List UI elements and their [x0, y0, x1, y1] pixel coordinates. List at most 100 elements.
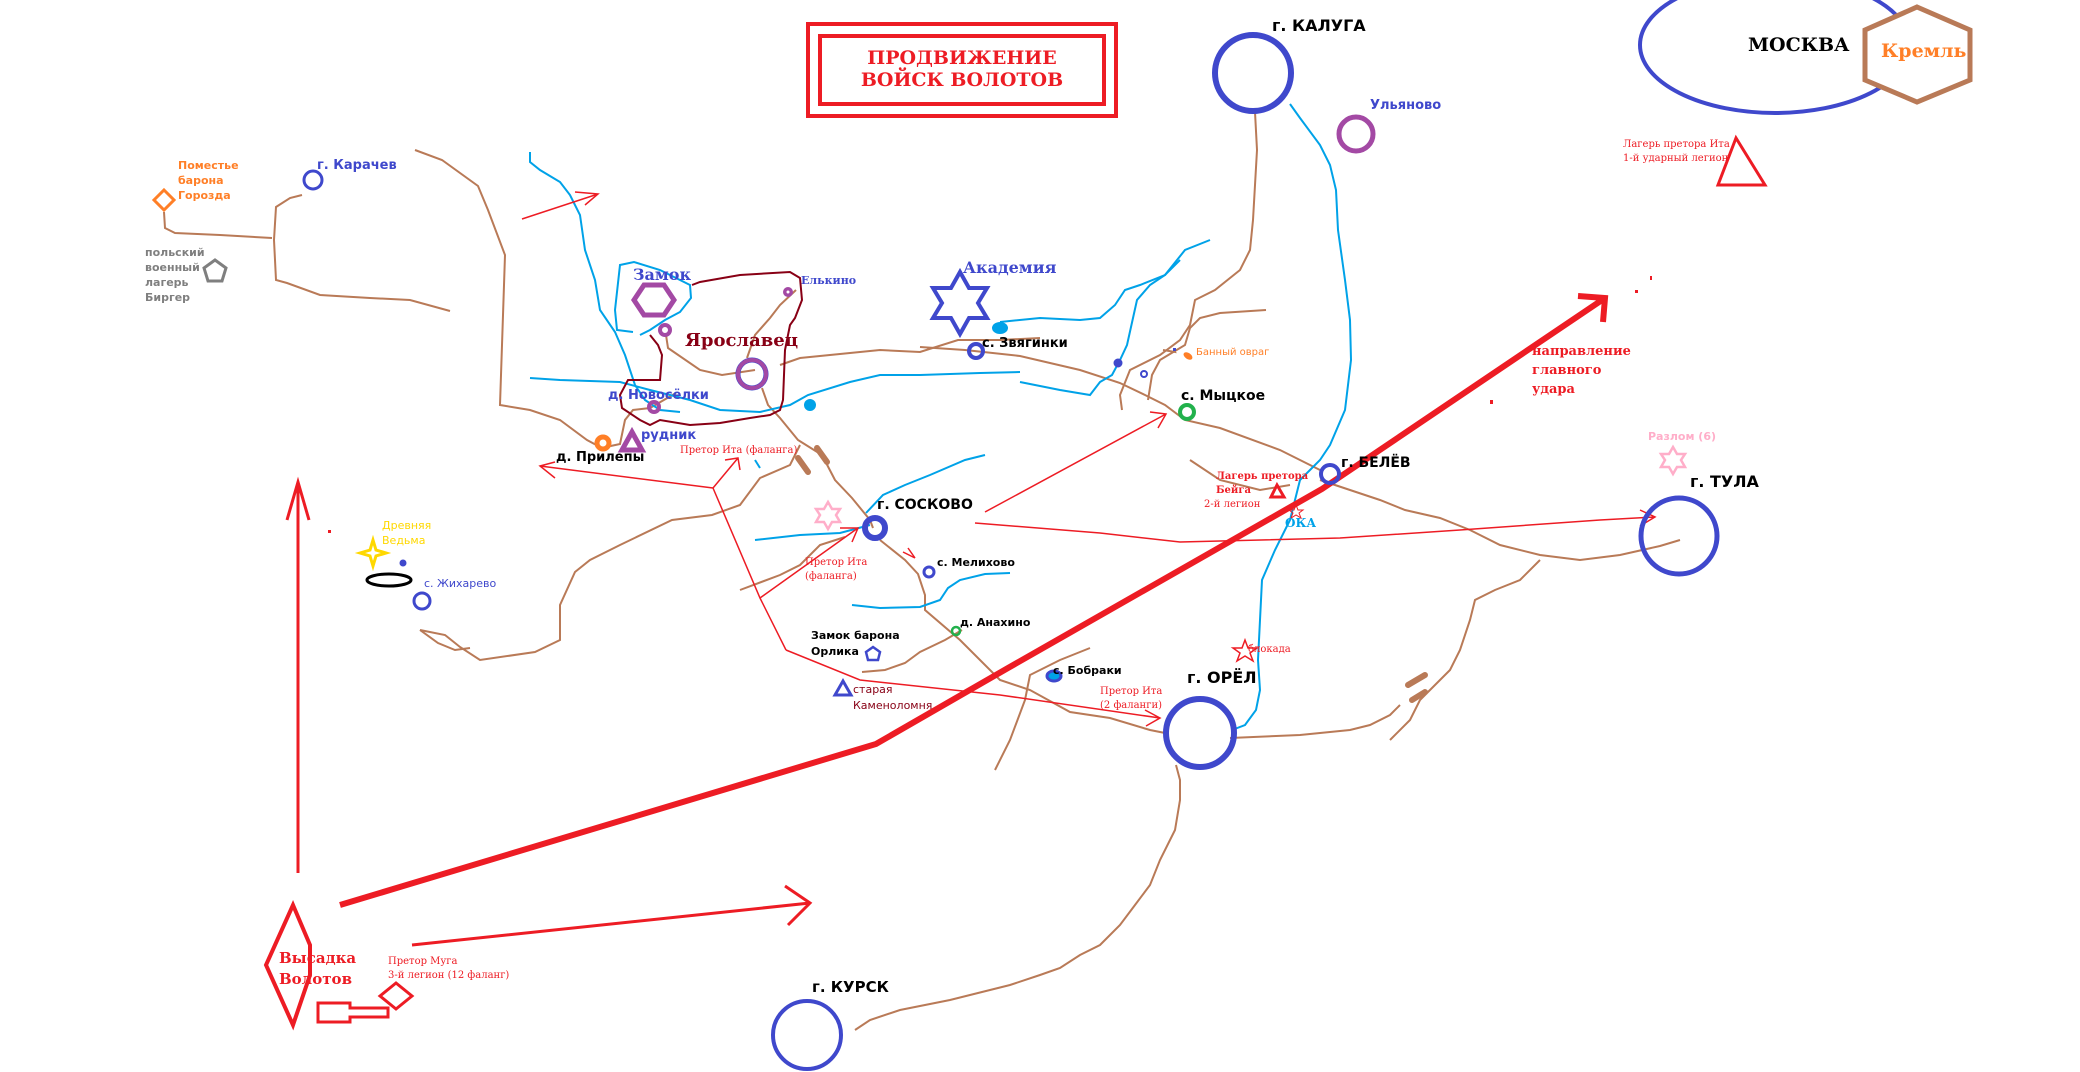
label-orel: г. ОРЁЛ [1187, 668, 1257, 687]
river-academy-south [1019, 259, 1181, 397]
academy-star[interactable] [929, 267, 991, 339]
label-bath-ravine: Банный овраг [1196, 347, 1270, 358]
belev-circle[interactable] [1319, 463, 1341, 485]
label-kremlin: Кремль [1881, 40, 1967, 62]
road-yaroslavets-main [779, 337, 1041, 366]
label-main-strike: направление главного удара [1532, 344, 1631, 397]
anakhino-circle[interactable] [950, 625, 962, 637]
road-karachev-prilepy [414, 149, 601, 448]
label-beig-legion: 2-й легион [1204, 499, 1261, 510]
polish-camp-pentagon[interactable] [202, 258, 228, 283]
beig-camp-triangle[interactable] [1268, 481, 1287, 499]
prilepy-marker[interactable] [594, 434, 612, 452]
muga-diamond[interactable] [377, 981, 415, 1011]
label-ita-camp: Лагерь претора Ита 1-й ударный легион [1623, 139, 1730, 164]
red-speck [1650, 276, 1652, 280]
red-speck [1490, 400, 1493, 404]
orlik-castle-pentagon[interactable] [864, 645, 882, 662]
rivers [529, 103, 1353, 731]
road-elkino [746, 289, 797, 359]
kremlin-hexagon[interactable] [1862, 4, 1973, 105]
label-academy: Академия [963, 258, 1057, 277]
soskovo-pink-star [813, 499, 843, 532]
label-tula: г. ТУЛА [1690, 472, 1759, 491]
label-zhikharevo: с. Жихарево [424, 577, 497, 590]
label-elkino: Елькино [801, 274, 857, 287]
castle-hexagon[interactable] [630, 282, 678, 318]
oka-small-star [1287, 503, 1305, 520]
road-anakhino [861, 629, 963, 673]
label-estate: Поместье барона Горозда [178, 159, 239, 202]
tula-circle[interactable] [1638, 495, 1720, 577]
ulyanovo-circle[interactable] [1336, 114, 1376, 154]
label-novoselki: д. Новосёлки [608, 388, 709, 403]
kursk-circle[interactable] [771, 999, 843, 1071]
arrow-to-prilepy [538, 461, 714, 489]
soskovo-circle[interactable] [862, 515, 888, 541]
label-anakhino: д. Анахино [960, 616, 1031, 629]
arrow-main-strike [339, 293, 1609, 908]
road-soskovo-orel [879, 539, 1166, 734]
label-soskovo: г. СОСКОВО [877, 497, 973, 513]
castle-village-marker[interactable] [658, 323, 672, 337]
ita-camp-triangle[interactable] [1715, 134, 1768, 187]
road-orel-east [1229, 704, 1401, 739]
arrow-to-mytskoe [984, 411, 1168, 513]
river-middle [529, 371, 1021, 414]
orel-circle[interactable] [1163, 696, 1237, 770]
label-mytskoe: с. Мыцкое [1181, 388, 1266, 404]
road-yaroslavets-soskovo [761, 387, 874, 529]
river-soskovo-west [754, 524, 871, 541]
river-melikhovo [851, 572, 1011, 610]
label-bobraki: с. Бобраки [1053, 664, 1122, 677]
road-estate-karachev [163, 194, 451, 312]
mytskoe-circle[interactable] [1178, 403, 1196, 421]
mine-triangle[interactable] [617, 426, 647, 453]
bobraki-marker[interactable] [1045, 669, 1063, 683]
road-bobraki [994, 647, 1091, 771]
arrow-to-soskovo [759, 527, 860, 599]
kaluga-circle[interactable] [1212, 32, 1294, 114]
river-soskovo-north [865, 454, 986, 514]
road-kaluga-south [1118, 111, 1259, 411]
mytskoe-bluedot-1 [1113, 358, 1123, 368]
rift-star[interactable] [1658, 444, 1688, 477]
red-speck [328, 530, 331, 533]
bath-ravine-mark[interactable] [1182, 351, 1194, 362]
landing-diamond[interactable] [263, 900, 312, 1031]
road-orel-kursk [854, 764, 1181, 1031]
label-blockade: блокада [1248, 644, 1291, 655]
quarry-triangle[interactable] [832, 677, 854, 697]
blockade-star[interactable] [1230, 637, 1260, 663]
label-mine: рудник [641, 428, 697, 443]
label-oka: ОКА [1285, 516, 1317, 530]
river-castle-west [529, 152, 681, 413]
label-polish-camp: польский военный лагерь Биргер [145, 246, 205, 304]
arrow-ita-south-line [712, 487, 787, 651]
karachev-circle[interactable] [302, 169, 324, 191]
road-zvyaginki-mytskoe [919, 346, 1321, 471]
road-yaroslavets-south [665, 334, 756, 377]
arrow-north-castle [521, 191, 600, 220]
witch-ring[interactable] [365, 572, 413, 588]
blocked-road-marks [795, 445, 1428, 703]
witch-star[interactable] [354, 534, 392, 572]
yaroslavets-circle-inner [736, 358, 768, 390]
novoselki-marker[interactable] [647, 400, 661, 414]
melikhovo-circle[interactable] [922, 565, 936, 579]
river-academy [999, 239, 1211, 323]
road-block-mark [795, 455, 811, 475]
lakes [804, 322, 1008, 411]
zvyaginki-circle[interactable] [967, 342, 985, 360]
river-oka [1231, 103, 1353, 731]
label-quarry: старая Каменоломня [853, 683, 933, 712]
label-yaroslavets: Ярославец [685, 330, 799, 351]
estate-diamond[interactable] [151, 187, 177, 213]
road-sw-branch [419, 444, 801, 662]
zhikharevo-circle[interactable] [412, 591, 432, 611]
lake-yaroslavets [804, 399, 816, 411]
label-kursk: г. КУРСК [812, 978, 889, 996]
label-castle: Замок [633, 265, 692, 284]
bath-ravine-dot [1173, 348, 1176, 351]
